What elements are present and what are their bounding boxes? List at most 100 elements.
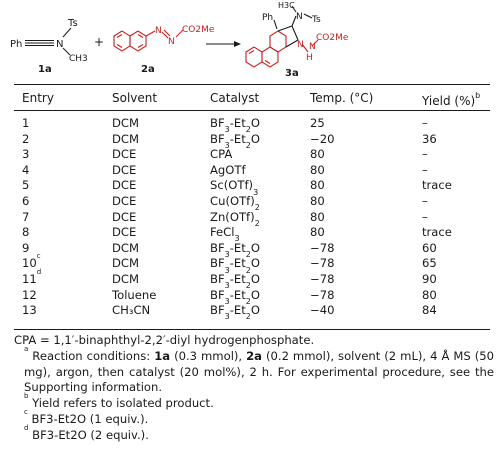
cell-catalyst-part-1: Zn(OTf) [210, 209, 255, 224]
cell-catalyst-sub-1: 3 [234, 234, 240, 244]
cell-catalyst-sub-2: 2 [245, 312, 251, 322]
cell-yield: trace [422, 225, 452, 240]
header-temp: Temp. (°C) [310, 91, 374, 105]
cell-temp: 80 [310, 209, 325, 224]
cell-temp: −40 [310, 303, 335, 318]
compound-2a-n1: N [155, 26, 162, 36]
compound-3a-co2me: CO2Me [316, 33, 349, 43]
cell-temp: −78 [310, 240, 335, 255]
cell-catalyst-sub-1: 3 [224, 312, 230, 322]
footnote-d-text: BF3-Et2O (2 equiv.). [32, 427, 149, 442]
cell-temp: 80 [310, 178, 325, 193]
cell-solvent: DCM [112, 116, 140, 130]
compound-3a-h3c: H3C [278, 1, 295, 10]
cell-temp: −78 [310, 256, 335, 271]
footnote-c: c BF3-Et2O (1 equiv.). [14, 409, 494, 428]
cell-catalyst-sub-2: 2 [245, 281, 251, 291]
footnote-d-mark: d [24, 423, 29, 432]
compound-1a-ph: Ph [10, 39, 22, 50]
cell-solvent: CH₃CN [112, 303, 151, 318]
cell-yield: – [422, 116, 428, 130]
cell-catalyst-sub-1: 3 [224, 281, 230, 291]
cell-entry: 6 [22, 194, 29, 210]
cell-catalyst-sub-2: 2 [245, 125, 251, 135]
cell-entry: 3 [22, 147, 29, 163]
footnote-c-mark: c [24, 408, 28, 417]
cell-catalyst-part-2: -Et [229, 256, 246, 271]
cell-catalyst-sub-1: 3 [253, 187, 259, 197]
cell-entry: 9 [22, 241, 29, 257]
cell-yield: 84 [422, 303, 437, 318]
cell-catalyst-sub-1: 3 [224, 250, 230, 260]
table-rule-bottom [14, 329, 490, 330]
cell-catalyst-sub-1: 3 [224, 125, 230, 135]
compound-3a-nh-h: H [306, 53, 313, 63]
cell-catalyst: BF3-Et2O [210, 116, 260, 135]
cell-catalyst-part-2: -Et [229, 271, 246, 286]
cell-entry: 4 [22, 163, 29, 179]
plus-sign: + [94, 35, 104, 49]
compound-3a-ph: Ph [262, 13, 273, 23]
cell-catalyst: Cu(OTf)2 [210, 193, 260, 212]
cell-catalyst-part-1: AgOTf [210, 162, 246, 177]
cell-entry-number: 6 [22, 193, 30, 208]
cell-catalyst-part-1: BF [210, 287, 225, 302]
cell-catalyst-sub-1: 3 [224, 265, 230, 275]
cell-catalyst: Sc(OTf)3 [210, 178, 259, 197]
cell-catalyst-part-3: O [250, 287, 261, 302]
cell-catalyst: BF3-Et2O [210, 287, 261, 306]
cell-catalyst-part-2: -Et [229, 287, 246, 302]
cell-yield: 80 [422, 287, 437, 302]
cell-catalyst-sub-1: 3 [224, 140, 230, 150]
cell-yield: trace [422, 178, 452, 193]
header-yield: Yield (%)b [422, 91, 480, 108]
cell-catalyst-part-2: -Et [229, 116, 246, 130]
cell-catalyst-part-2: -Et [229, 240, 246, 255]
compound-1a-label: 1a [38, 64, 52, 75]
cell-entry: 12 [22, 288, 37, 304]
header-catalyst: Catalyst [210, 91, 260, 105]
cell-catalyst-part-1: Cu(OTf) [210, 193, 255, 208]
cell-entry: 1 [22, 116, 29, 132]
cell-solvent: Toluene [112, 287, 157, 302]
cell-temp: −78 [310, 287, 335, 302]
compound-2a-co2me: CO2Me [182, 25, 215, 35]
compound-3a [245, 5, 319, 68]
cell-entry: 2 [22, 132, 29, 148]
footnote-d: d BF3-Et2O (2 equiv.). [14, 424, 494, 444]
cell-yield: – [422, 162, 428, 177]
cell-solvent: DCE [112, 209, 137, 224]
cell-catalyst-part-3: O [250, 303, 261, 318]
compound-3a-n-top: N [296, 12, 303, 22]
cell-solvent: DCE [112, 178, 137, 193]
header-yield-label: Yield (%) [422, 94, 476, 108]
cell-catalyst-part-1: BF [210, 271, 225, 286]
footnote-a-mark: a [24, 344, 29, 353]
cell-catalyst-part-1: BF [210, 303, 225, 318]
cell-entry: 7 [22, 210, 29, 226]
cell-catalyst: BF3-Et2O [210, 303, 261, 322]
table-footnotes: CPA = 1,1′-binaphthyl-2,2′-diyl hydrogen… [14, 333, 494, 444]
cell-yield: 90 [422, 271, 437, 286]
header-entry: Entry [22, 91, 54, 105]
cell-solvent: DCM [112, 131, 140, 146]
cell-catalyst-part-3: O [250, 256, 261, 271]
cell-catalyst: Zn(OTf)2 [210, 209, 260, 228]
cell-solvent: DCE [112, 225, 137, 240]
cell-yield: 65 [422, 256, 437, 271]
header-solvent: Solvent [112, 91, 158, 105]
cell-entry-number: 5 [22, 178, 30, 193]
cell-temp: 25 [310, 116, 325, 130]
compound-2a-label: 2a [141, 64, 155, 75]
cell-catalyst-part-3: O [250, 240, 261, 255]
cell-entry-number: 12 [22, 287, 37, 302]
cell-temp: 80 [310, 193, 325, 208]
cell-entry-footnote-mark: c [36, 252, 41, 261]
cell-catalyst-part-2: -Et [229, 303, 246, 318]
